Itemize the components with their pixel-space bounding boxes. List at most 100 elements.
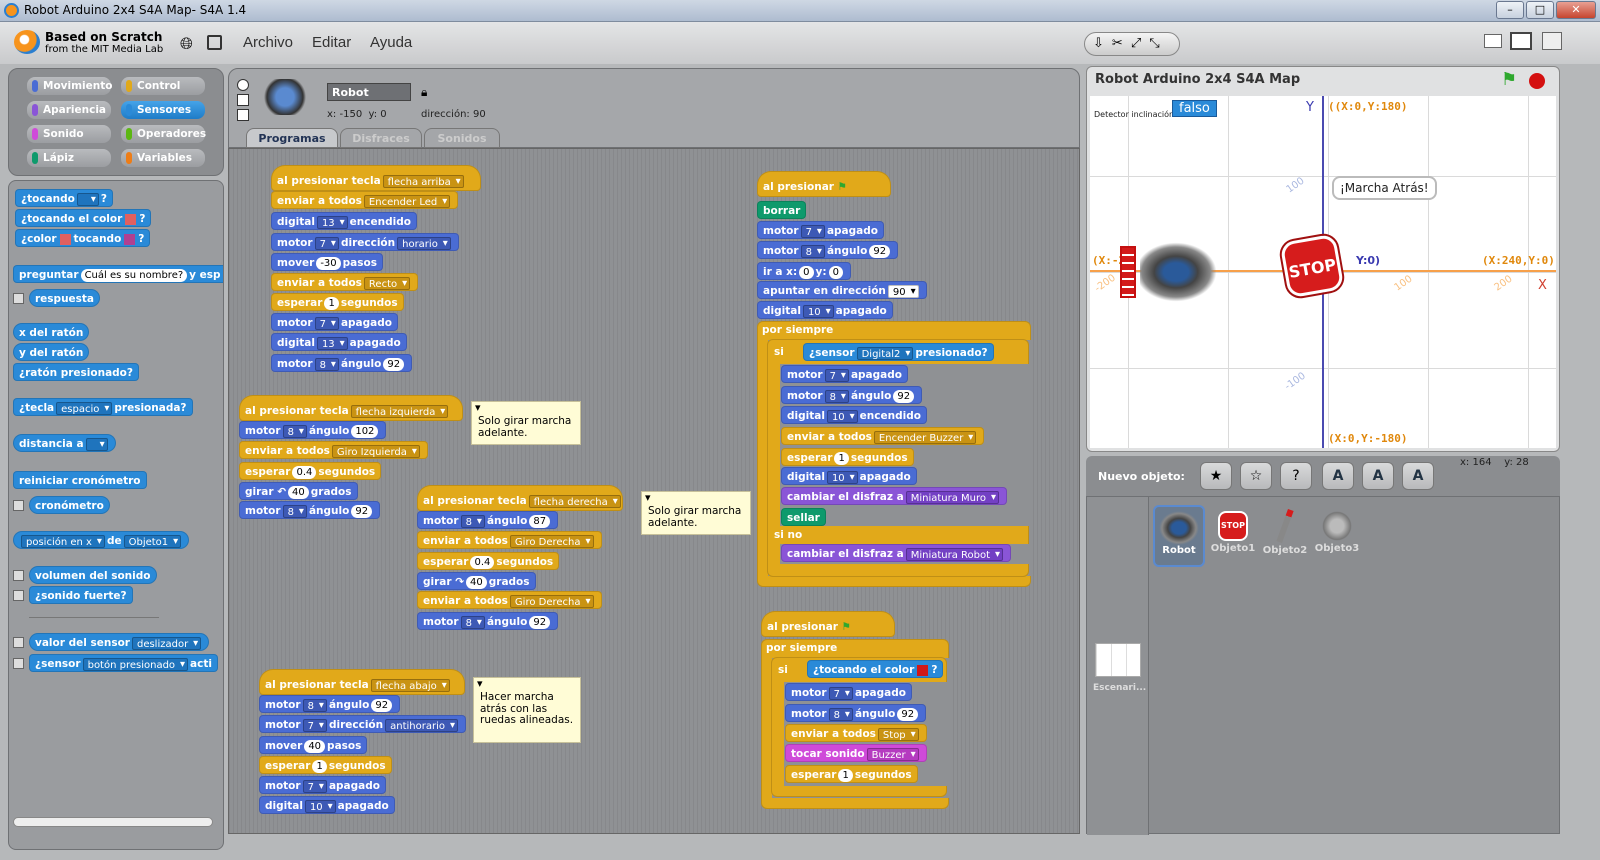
globe-icon[interactable]: 🌐︎ xyxy=(180,34,193,53)
block-sellar[interactable]: sellar xyxy=(781,508,826,526)
duplicate-icon[interactable]: ⇩ xyxy=(1093,36,1112,51)
block-motor[interactable]: motor8ángulo92 xyxy=(271,354,413,372)
block-respuesta[interactable]: respuesta xyxy=(29,289,101,307)
block-y-raton[interactable]: y del ratón xyxy=(13,343,90,361)
category-sonido[interactable]: Sonido xyxy=(27,125,111,143)
block-motor[interactable]: motor7apagado xyxy=(271,313,398,331)
block-distancia[interactable]: distancia a xyxy=(13,434,116,452)
block-digital[interactable]: digital10encendido xyxy=(781,406,927,424)
menu-ayuda[interactable]: Ayuda xyxy=(370,34,413,51)
minimize-button[interactable]: – xyxy=(1496,1,1524,19)
stop-button[interactable] xyxy=(1529,73,1545,89)
category-sensores[interactable]: Sensores xyxy=(121,101,205,119)
arduino-a-icon[interactable]: A xyxy=(1322,462,1354,490)
block-motor[interactable]: motor7direcciónhorario xyxy=(271,233,459,251)
category-lapiz[interactable]: Lápiz xyxy=(27,149,111,167)
block-motor[interactable]: motor7apagado xyxy=(757,221,884,239)
rotate-style-icon[interactable] xyxy=(237,79,249,91)
block-digital[interactable]: digital10apagado xyxy=(259,796,395,814)
close-button[interactable]: ✕ xyxy=(1556,1,1596,19)
block-tocando-color[interactable]: ¿tocando el color? xyxy=(807,660,944,678)
block-raton-presionado[interactable]: ¿ratón presionado? xyxy=(13,363,139,381)
category-operadores[interactable]: Operadores xyxy=(121,125,206,143)
category-variables[interactable]: Variables xyxy=(121,149,205,167)
checkbox-valor-sensor[interactable] xyxy=(13,637,24,648)
arduino-edit-icon[interactable]: A xyxy=(1362,462,1394,490)
sprite-objeto3[interactable]: Objeto3 xyxy=(1311,505,1363,567)
block-motor[interactable]: motor7apagado xyxy=(785,683,912,701)
block-tecla[interactable]: ¿teclaespaciopresionada? xyxy=(13,398,193,416)
block-volumen[interactable]: volumen del sonido xyxy=(29,566,157,584)
block-borrar[interactable]: borrar xyxy=(757,201,807,219)
sprite-robot[interactable]: Robot xyxy=(1153,505,1205,567)
block-digital[interactable]: digital13encendido xyxy=(271,212,417,230)
block-motor[interactable]: motor8ángulo92 xyxy=(785,704,927,722)
comment-note[interactable]: Solo girar marcha adelante. xyxy=(641,491,751,535)
tab-programas[interactable]: Programas xyxy=(246,128,338,148)
sprite-objeto1[interactable]: STOP Objeto1 xyxy=(1207,505,1259,567)
palette-scrollbar[interactable] xyxy=(13,817,213,827)
presentation-icon[interactable] xyxy=(1542,32,1562,50)
menu-editar[interactable]: Editar xyxy=(312,34,352,51)
checkbox-volumen[interactable] xyxy=(13,570,24,581)
paint-sprite-icon[interactable]: ★ xyxy=(1200,462,1232,490)
hat-green-flag[interactable]: al presionar ⚑ xyxy=(757,171,891,197)
shrink-icon[interactable]: ⤡ xyxy=(1149,36,1168,51)
block-tocando[interactable]: ¿tocando? xyxy=(15,189,113,207)
hat-green-flag[interactable]: al presionar ⚑ xyxy=(761,611,895,637)
cut-icon[interactable]: ✂ xyxy=(1111,36,1131,51)
checkbox-cronometro[interactable] xyxy=(13,500,24,511)
block-motor[interactable]: motor8ángulo92 xyxy=(757,241,899,259)
stage-canvas[interactable]: Detector inclinación falso Y ((X:0,Y:180… xyxy=(1090,96,1556,448)
block-cronometro[interactable]: cronómetro xyxy=(29,496,110,514)
block-motor[interactable]: motor8ángulo92 xyxy=(781,386,923,404)
block-motor[interactable]: motor7apagado xyxy=(259,776,386,794)
no-rotate-icon[interactable] xyxy=(237,109,249,121)
block-reiniciar-cronometro[interactable]: reiniciar cronómetro xyxy=(13,471,147,489)
block-motor[interactable]: motor8ángulo92 xyxy=(259,695,401,713)
small-stage-icon[interactable] xyxy=(1484,34,1502,48)
sprite-name-field[interactable]: Robot xyxy=(327,83,411,101)
choose-sprite-icon[interactable]: ☆ xyxy=(1240,462,1272,490)
flip-style-icon[interactable] xyxy=(237,94,249,106)
comment-note[interactable]: Hacer marcha atrás con las ruedas alinea… xyxy=(473,677,581,743)
block-motor[interactable]: motor8ángulo87 xyxy=(417,511,559,529)
block-digital[interactable]: digital10apagado xyxy=(781,467,917,485)
category-movimiento[interactable]: Movimiento xyxy=(27,77,112,95)
block-motor[interactable]: motor7direcciónantihorario xyxy=(259,715,466,733)
block-motor[interactable]: motor7apagado xyxy=(781,365,908,383)
comment-note[interactable]: Solo girar marcha adelante. xyxy=(471,401,581,445)
checkbox-respuesta[interactable] xyxy=(13,293,24,304)
block-motor[interactable]: motor8ángulo92 xyxy=(417,612,559,630)
category-control[interactable]: Control xyxy=(121,77,205,95)
category-apariencia[interactable]: Apariencia xyxy=(27,101,111,119)
block-tocando-color[interactable]: ¿tocando el color? xyxy=(15,209,152,227)
block-digital[interactable]: digital13apagado xyxy=(271,333,407,351)
tab-disfraces[interactable]: Disfraces xyxy=(340,128,422,148)
sprite-objeto2[interactable]: Objeto2 xyxy=(1259,505,1311,567)
menu-archivo[interactable]: Archivo xyxy=(243,34,294,51)
